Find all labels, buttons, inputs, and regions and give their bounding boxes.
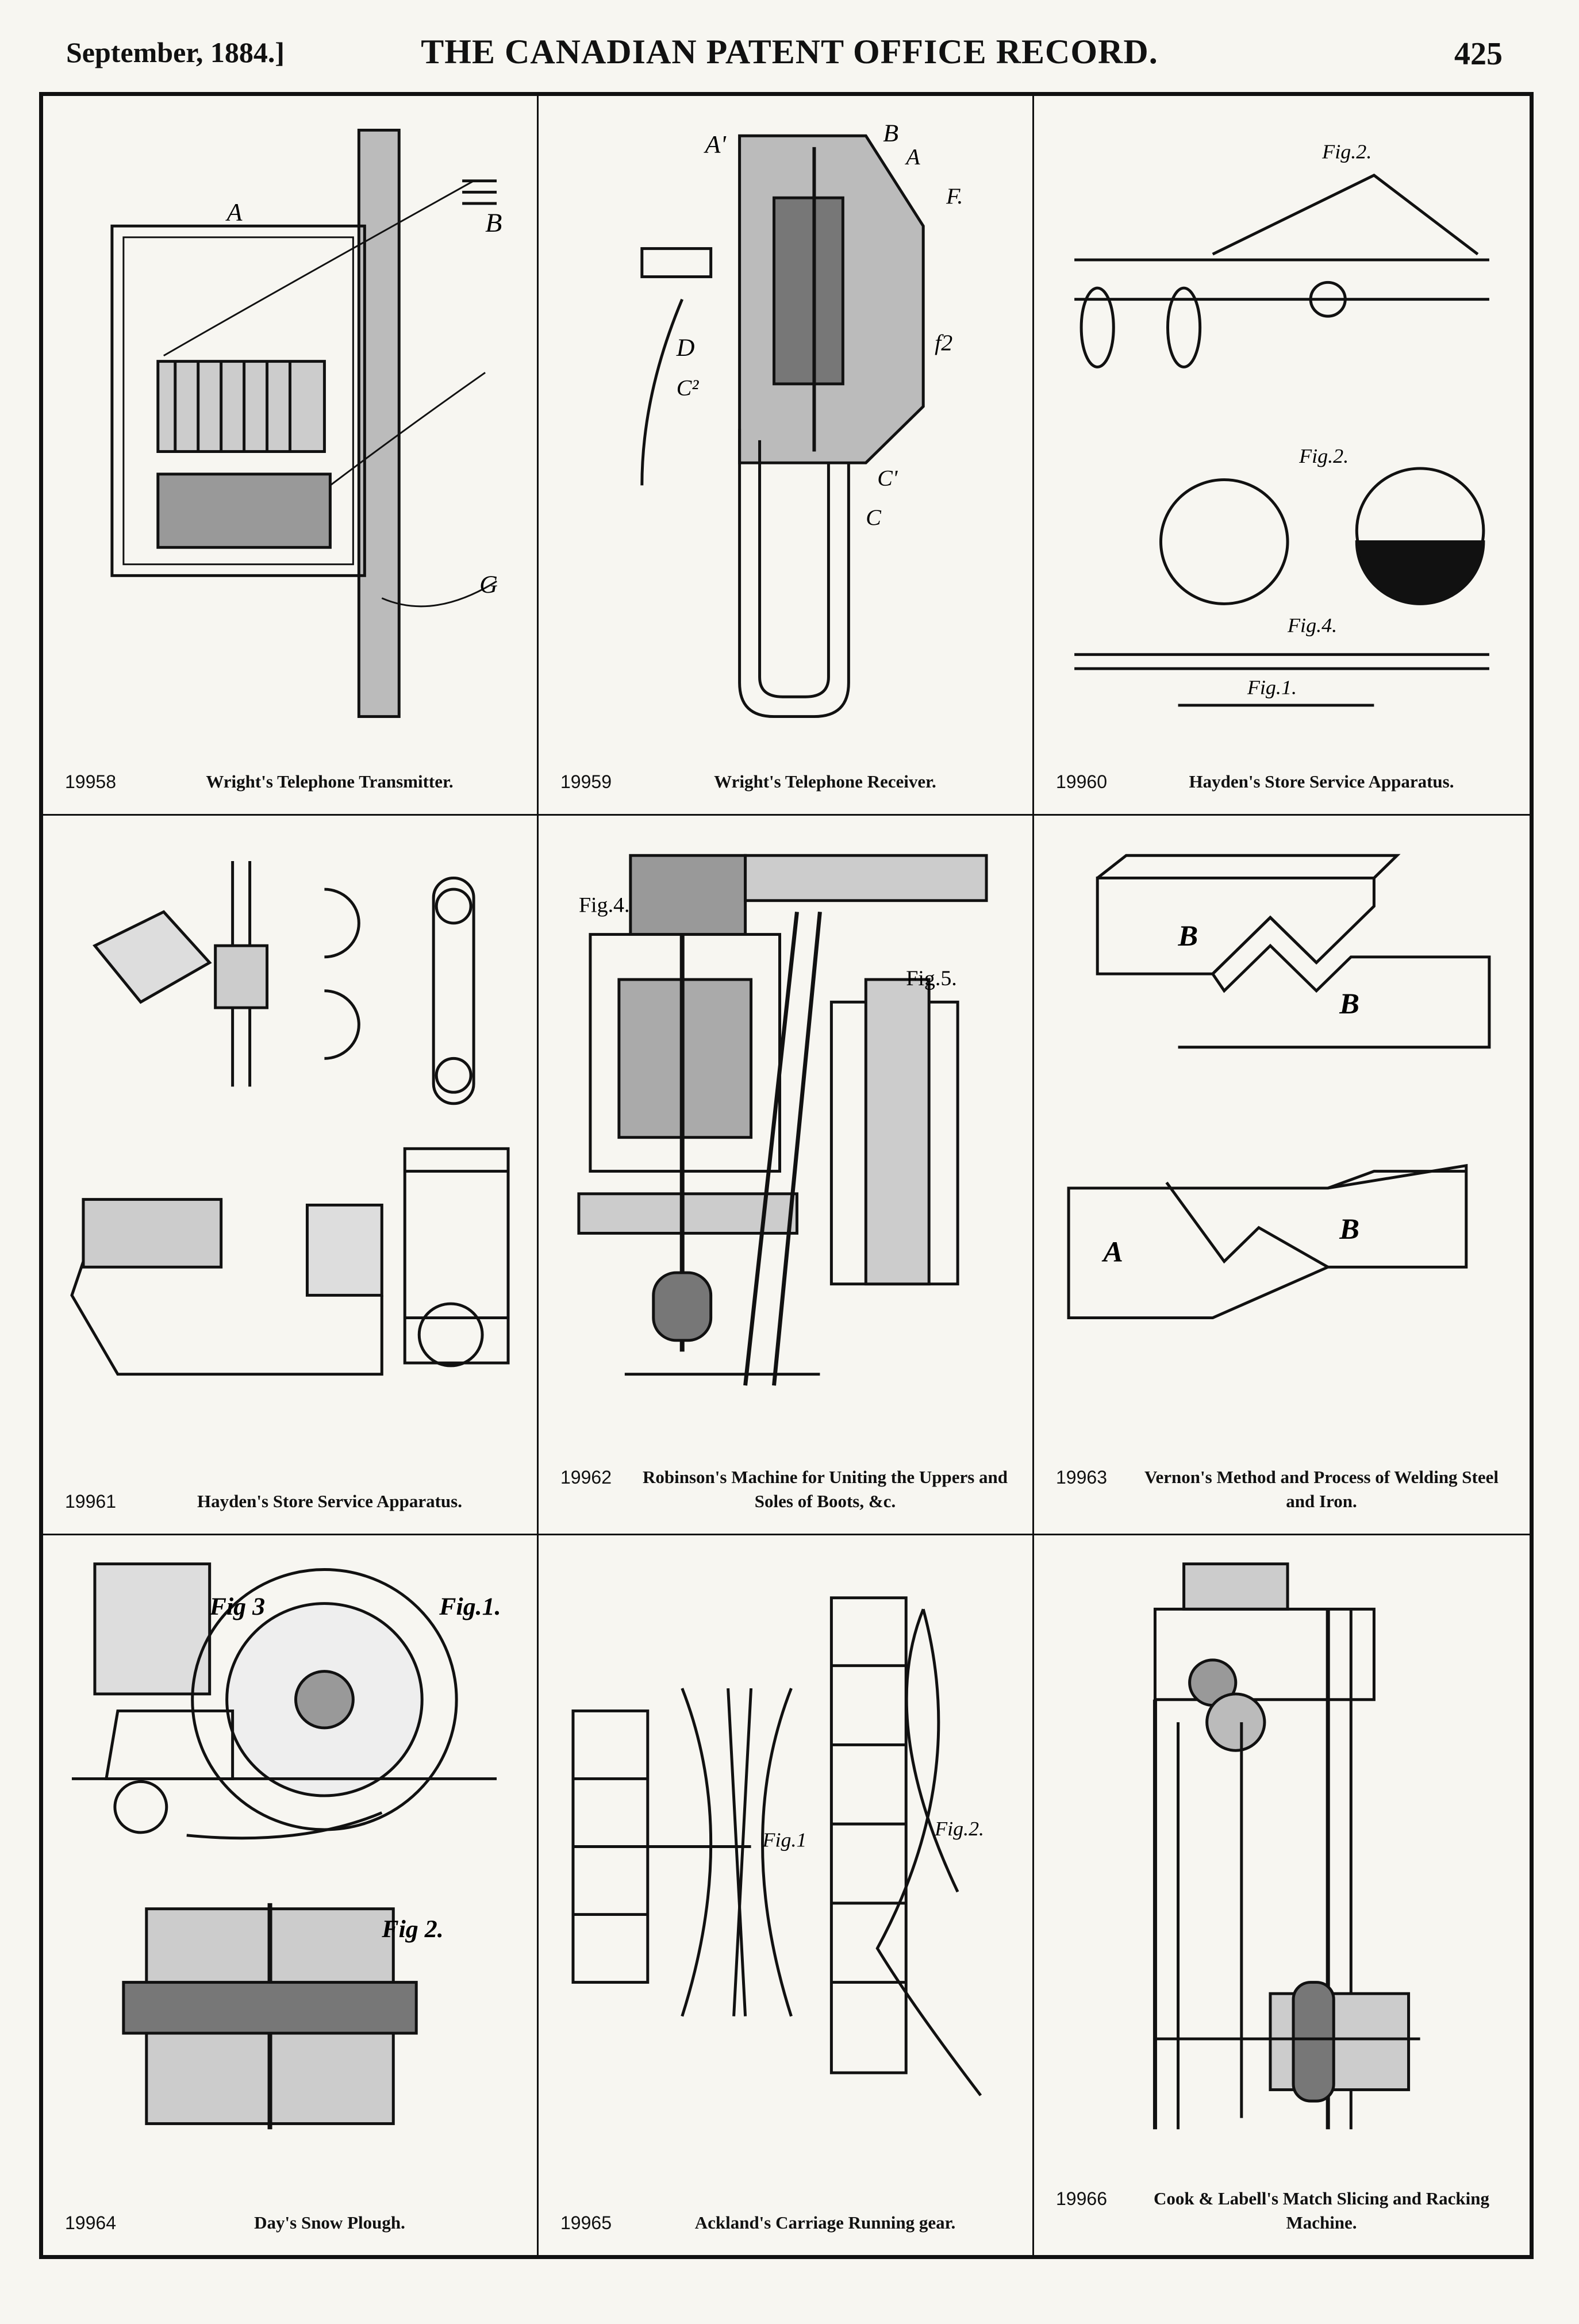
label-b: B: [883, 120, 898, 147]
label-a-prime: A': [704, 131, 727, 159]
patent-title: Cook & Labell's Match Slicing and Rackin…: [1154, 2188, 1489, 2233]
telephone-receiver-drawing: A' B A F. D C² f2 C' C: [556, 113, 1015, 733]
figure-caption: 19965 Ackland's Carriage Running gear.: [560, 2211, 1009, 2235]
label-fig2-top: Fig.2.: [1321, 140, 1371, 163]
label-fig5: Fig.5.: [906, 966, 957, 990]
store-service-apparatus-drawing: Fig.2. Fig.2. Fig.4. Fig.1.: [1051, 113, 1512, 733]
figure-caption: 19962 Robinson's Machine for Uniting the…: [560, 1465, 1009, 1514]
patent-number: 19960: [1056, 771, 1107, 792]
label-fig2: Fig 2.: [381, 1915, 443, 1943]
label-c2: C²: [677, 375, 700, 401]
page-header: September, 1884.] THE CANADIAN PATENT OF…: [0, 0, 1579, 86]
label-a: A: [904, 144, 920, 170]
label-a: A: [225, 199, 243, 226]
store-service-apparatus-drawing: [60, 833, 520, 1453]
patent-number: 19966: [1056, 2188, 1107, 2209]
figure-cell-19965: Fig.1 Fig.2. 19965 Ackland's Carriage Ru…: [539, 1535, 1034, 2255]
figure-cell-19958: A B G 19958 Wright's Telephone Transmitt…: [43, 96, 539, 816]
figure-cell-19962: Fig.4. Fig.5. 19962 Robinson's Machine f…: [539, 816, 1034, 1535]
label-b-bottom: B: [1339, 1213, 1359, 1246]
label-b: B: [485, 208, 502, 238]
label-a: A: [1101, 1236, 1123, 1268]
snow-plough-drawing: Fig 3 Fig.1. Fig 2.: [60, 1553, 520, 2175]
patent-title: Hayden's Store Service Apparatus.: [1189, 771, 1454, 792]
figure-caption: 19960 Hayden's Store Service Apparatus.: [1056, 770, 1507, 794]
label-fig1: Fig.1: [762, 1829, 807, 1851]
figure-cell-19964: Fig 3 Fig.1. Fig 2. 19964 Day's Snow Plo…: [43, 1535, 539, 2255]
label-d: D: [676, 334, 695, 362]
patent-number: 19961: [65, 1491, 116, 1512]
figure-caption: 19958 Wright's Telephone Transmitter.: [65, 770, 514, 794]
figure-cell-19959: A' B A F. D C² f2 C' C 19959 Wright's Te…: [539, 96, 1034, 816]
issue-date: September, 1884.]: [66, 36, 285, 68]
label-b-mid: B: [1339, 988, 1359, 1020]
figure-caption: 19959 Wright's Telephone Receiver.: [560, 770, 1009, 794]
match-machine-drawing: [1051, 1553, 1512, 2175]
label-fig3: Fig 3: [209, 1593, 265, 1620]
figure-grid: A B G 19958 Wright's Telephone Transmitt…: [39, 92, 1534, 2259]
figure-cell-19960: Fig.2. Fig.2. Fig.4. Fig.1. 19960 Hayden…: [1034, 96, 1530, 816]
figure-caption: 19961 Hayden's Store Service Apparatus.: [65, 1489, 514, 1514]
patent-number: 19963: [1056, 1467, 1107, 1488]
label-b-top: B: [1178, 920, 1198, 952]
page-number: 425: [1454, 36, 1503, 72]
telephone-transmitter-drawing: A B G: [60, 113, 520, 733]
figure-caption: 19966 Cook & Labell's Match Slicing and …: [1056, 2187, 1507, 2235]
patent-title: Wright's Telephone Transmitter.: [206, 771, 454, 792]
patent-title: Vernon's Method and Process of Welding S…: [1144, 1467, 1499, 1511]
patent-number: 19958: [65, 771, 116, 792]
carriage-running-gear-drawing: Fig.1 Fig.2.: [556, 1553, 1015, 2175]
patent-title: Ackland's Carriage Running gear.: [694, 2212, 956, 2233]
label-fig2: Fig.2.: [934, 1817, 984, 1840]
boot-machine-drawing: Fig.4. Fig.5.: [556, 833, 1015, 1453]
figure-cell-19966: 19966 Cook & Labell's Match Slicing and …: [1034, 1535, 1530, 2255]
label-fig4: Fig.4.: [1287, 614, 1337, 637]
label-g: G: [479, 571, 498, 598]
patent-title: Hayden's Store Service Apparatus.: [197, 1491, 462, 1511]
label-f2: f2: [935, 330, 952, 355]
label-fig2-mid: Fig.2.: [1298, 445, 1349, 468]
patent-number: 19962: [560, 1467, 612, 1488]
label-fig1: Fig.1.: [439, 1593, 501, 1620]
patent-number: 19965: [560, 2212, 612, 2233]
figure-caption: 19964 Day's Snow Plough.: [65, 2211, 514, 2235]
figure-cell-19963: B B A B 19963 Vernon's Method and Proces…: [1034, 816, 1530, 1535]
label-c: C: [866, 505, 881, 530]
patent-title: Day's Snow Plough.: [254, 2212, 405, 2233]
label-fig1: Fig.1.: [1247, 676, 1297, 699]
figure-caption: 19963 Vernon's Method and Process of Wel…: [1056, 1465, 1507, 1514]
journal-title: THE CANADIAN PATENT OFFICE RECORD.: [421, 33, 1158, 71]
figure-cell-19961: 19961 Hayden's Store Service Apparatus.: [43, 816, 539, 1535]
patent-number: 19964: [65, 2212, 116, 2233]
patent-title: Robinson's Machine for Uniting the Upper…: [642, 1467, 1008, 1511]
welding-joint-drawing: B B A B: [1051, 833, 1512, 1453]
label-c-prime: C': [877, 466, 898, 491]
patent-number: 19959: [560, 771, 612, 792]
label-f: F.: [946, 183, 963, 209]
label-fig4: Fig.4.: [579, 893, 630, 917]
patent-title: Wright's Telephone Receiver.: [714, 771, 936, 792]
